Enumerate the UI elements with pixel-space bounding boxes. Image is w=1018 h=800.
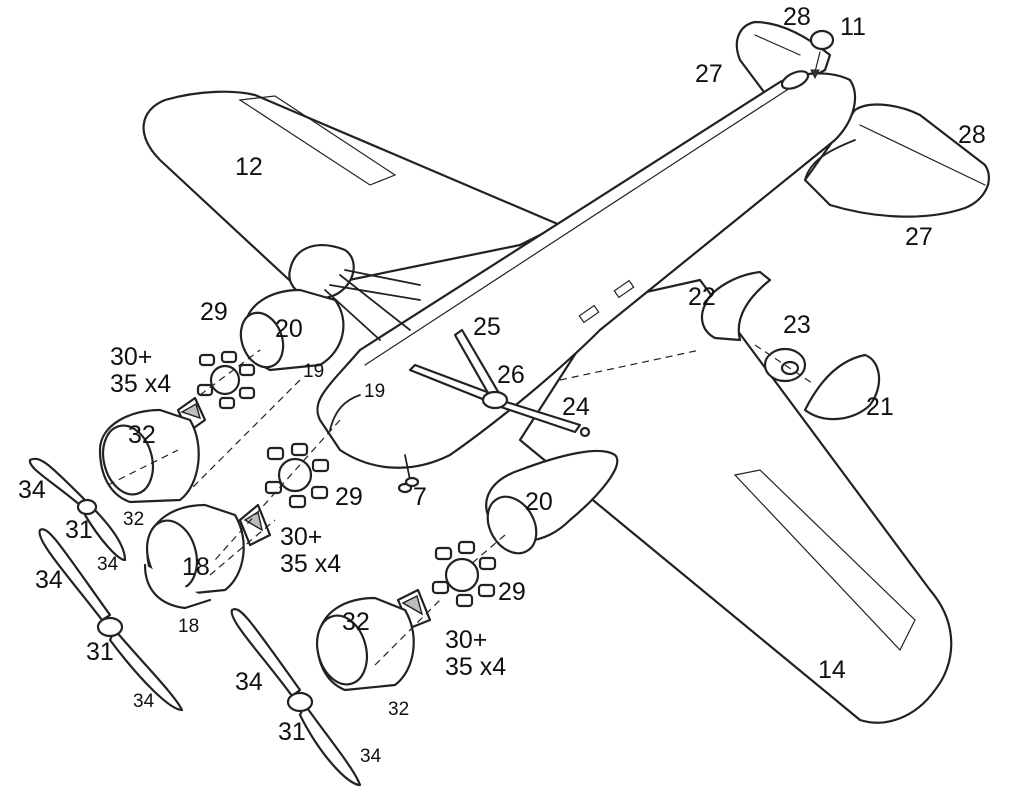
tail-cone-part-11 (809, 29, 835, 80)
label-34-f: 34 (360, 746, 382, 767)
right-nacelle-part-20 (485, 449, 619, 555)
label-31-upper: 31 (65, 516, 93, 544)
label-18: 18 (182, 553, 210, 581)
label-30-upper: 30+ (110, 343, 152, 371)
label-35-upper: 35 x4 (110, 370, 171, 398)
label-30-middle: 30+ (280, 523, 322, 551)
exhaust-30-middle (238, 503, 272, 547)
label-29-lower: 29 (498, 578, 526, 606)
prop-hub-part-26 (481, 390, 509, 410)
label-22: 22 (688, 283, 716, 311)
assembly-leader-lines (107, 349, 506, 666)
fuselage-propeller-part-25 (408, 328, 591, 438)
label-34-a: 34 (18, 476, 46, 504)
label-20-right: 20 (525, 488, 553, 516)
propeller-upper (28, 457, 127, 562)
label-34-b: 34 (97, 554, 119, 575)
cowling-32-upper (98, 408, 200, 504)
propeller-middle (38, 528, 184, 712)
label-27-right: 27 (905, 223, 933, 251)
tailplane-right-part-27 (803, 103, 991, 218)
part-21-cowl-half (803, 353, 881, 421)
label-30-lower: 30+ (445, 626, 487, 654)
landing-gear-part-7 (397, 454, 420, 494)
part-22-cowl-half (700, 270, 772, 342)
label-31-middle: 31 (86, 638, 114, 666)
cowling-32-middle (143, 503, 245, 610)
engine-29-lower (431, 540, 497, 608)
label-18-small: 18 (178, 616, 199, 637)
left-nacelle-part-20 (239, 288, 345, 372)
engine-29-middle (264, 442, 330, 509)
label-12: 12 (235, 153, 263, 181)
label-34-d: 34 (133, 691, 155, 712)
label-7: 7 (413, 483, 427, 511)
label-29-middle: 29 (335, 483, 363, 511)
label-21: 21 (866, 393, 894, 421)
engine-29-upper (196, 350, 256, 410)
left-wing-part-12 (142, 90, 562, 292)
label-20-left: 20 (275, 315, 303, 343)
label-32-lower: 32 (342, 608, 370, 636)
label-35-middle: 35 x4 (280, 550, 341, 578)
label-28-right: 28 (958, 121, 986, 149)
label-19-left: 19 (303, 361, 324, 382)
label-34-c: 34 (35, 566, 63, 594)
label-11: 11 (840, 13, 866, 41)
right-wing-part-14 (518, 278, 953, 724)
part-labels: 11 28 27 28 27 12 14 25 26 24 22 23 21 7… (18, 3, 986, 767)
label-32-upper: 32 (128, 421, 156, 449)
label-35-lower: 35 x4 (445, 653, 506, 681)
label-14: 14 (818, 656, 846, 684)
label-19-nose: 19 (364, 381, 385, 402)
label-26: 26 (497, 361, 525, 389)
label-25: 25 (473, 313, 501, 341)
label-32-upper-small: 32 (123, 509, 144, 530)
label-27-top: 27 (695, 60, 723, 88)
label-28-top: 28 (783, 3, 811, 31)
label-32-lower-small: 32 (388, 699, 409, 720)
part-24-pin (579, 426, 591, 438)
cowling-32-lower (316, 596, 415, 692)
label-31-lower: 31 (278, 718, 306, 746)
label-34-e: 34 (235, 668, 263, 696)
label-23: 23 (783, 311, 811, 339)
fuselage (316, 70, 857, 469)
part-23-disc (754, 344, 816, 386)
propeller-lower (230, 608, 362, 787)
label-24: 24 (562, 393, 590, 421)
label-29-upper: 29 (200, 298, 228, 326)
